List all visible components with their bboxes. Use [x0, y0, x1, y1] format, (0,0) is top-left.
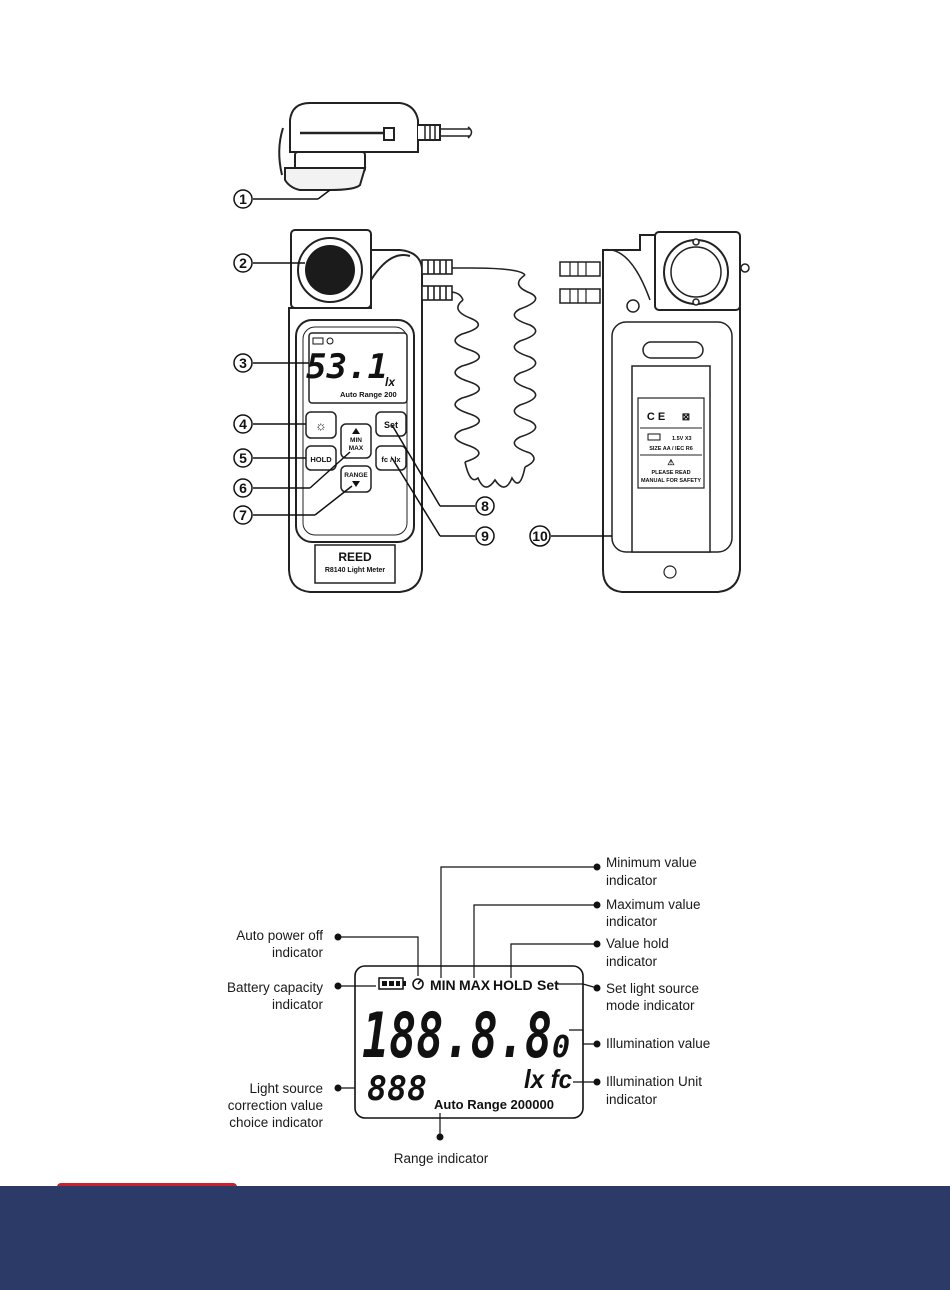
lcd-labels-left: Auto power off indicator Battery capacit…	[227, 928, 489, 1166]
max-label: MAX	[349, 445, 364, 452]
label-minimum: Minimum value	[606, 855, 697, 870]
sensor-head-side-view	[278, 102, 473, 191]
lcd-leader-dots	[334, 863, 601, 1141]
callout-7: 7	[233, 505, 253, 525]
callout-number: 1	[239, 191, 247, 207]
callout-9: 9	[475, 526, 495, 546]
label-set: Set light source	[606, 981, 699, 996]
lcd-diagram: MIN MAX HOLD Set 188.8.8 0 888 lx fc Aut…	[354, 965, 584, 1119]
callout-number: 7	[239, 507, 247, 523]
lcd-labels-right: Minimum value indicator Maximum value in…	[606, 855, 710, 1107]
meter-reading: 53.1	[306, 347, 388, 387]
label-hold: Value hold	[606, 936, 669, 951]
lcd-leader-lines	[338, 866, 598, 1136]
coiled-cable	[421, 259, 537, 488]
callout-6: 6	[233, 478, 253, 498]
callout-number: 4	[239, 416, 247, 432]
range-button-label: RANGE	[344, 472, 368, 479]
callout-2: 2	[233, 253, 253, 273]
meter-back-view: C E ⊠ 1.5V X3 SIZE AA / IEC R6 ⚠ PLEASE …	[559, 231, 750, 593]
min-label: MIN	[350, 437, 362, 444]
brand-label: REED	[338, 550, 372, 564]
lcd-main-digits: 188.8.8	[362, 999, 552, 1072]
warning-icon: ⚠	[667, 458, 674, 467]
callout-number: 6	[239, 480, 247, 496]
hold-button-label: HOLD	[310, 455, 332, 464]
label-light-source-2: correction value	[228, 1098, 323, 1113]
sun-icon: ☼	[315, 418, 327, 433]
label-light-source-3: choice indicator	[229, 1115, 323, 1130]
callout-8: 8	[475, 496, 495, 516]
callout-1: 1	[233, 189, 253, 209]
meter-lcd	[308, 332, 408, 404]
lcd-min: MIN	[430, 977, 456, 993]
set-button[interactable]	[375, 411, 407, 437]
label-auto-power-2: indicator	[272, 945, 324, 960]
battery-spec: 1.5V X3	[672, 436, 692, 442]
label-maximum-2: indicator	[606, 914, 658, 929]
manual-safety: MANUAL FOR SAFETY	[641, 478, 701, 484]
label-illum-unit: Illumination Unit	[606, 1074, 702, 1089]
callout-number: 9	[481, 528, 489, 544]
callout-10: 10	[529, 525, 551, 547]
label-set-2: mode indicator	[606, 998, 695, 1013]
lcd-hold: HOLD	[493, 977, 533, 993]
lcd-units: lx fc	[524, 1064, 572, 1094]
range-button[interactable]	[340, 465, 372, 493]
callout-number: 10	[532, 528, 548, 544]
callout-number: 2	[239, 255, 247, 271]
ce-mark: C E	[647, 411, 665, 423]
label-minimum-2: indicator	[606, 873, 658, 888]
callout-3: 3	[233, 353, 253, 373]
fc-lx-button-label: fc / lx	[381, 455, 401, 464]
label-range: Range indicator	[394, 1151, 489, 1166]
label-illum-unit-2: indicator	[606, 1092, 658, 1107]
meter-unit: lx	[385, 375, 396, 389]
lcd-range: Auto Range 200000	[434, 1097, 554, 1112]
meter-front-view: 53.1 lx Auto Range 200 ☼ Set MIN MAX HOL…	[288, 229, 423, 593]
callout-number: 8	[481, 498, 489, 514]
auto-power-off-icon	[412, 978, 424, 990]
backlight-button[interactable]	[305, 411, 337, 439]
callout-4: 4	[233, 414, 253, 434]
battery-label-plate	[637, 397, 705, 489]
label-illum-value: Illumination value	[606, 1036, 710, 1051]
label-light-source: Light source	[249, 1081, 323, 1096]
callout-badges: 1 2 3 4 5 6 7 8 9 10	[233, 189, 551, 547]
label-hold-2: indicator	[606, 954, 658, 969]
model-label: R8140 Light Meter	[325, 567, 386, 574]
lcd-sub-digits: 888	[367, 1069, 427, 1109]
set-button-label: Set	[384, 420, 398, 430]
label-battery: Battery capacity	[227, 980, 323, 995]
footer-band	[0, 1186, 950, 1290]
battery-size: SIZE AA / IEC R6	[649, 446, 693, 452]
label-maximum: Maximum value	[606, 897, 701, 912]
min-max-button[interactable]	[340, 423, 372, 459]
callout-5: 5	[233, 448, 253, 468]
callout-number: 3	[239, 355, 247, 371]
fc-lx-button[interactable]	[375, 445, 407, 471]
numbered-callouts	[253, 189, 612, 537]
please-read: PLEASE READ	[651, 470, 690, 476]
lcd-set: Set	[537, 977, 559, 993]
lcd-max: MAX	[459, 977, 491, 993]
lcd-small-digit: 0	[552, 1030, 570, 1065]
label-battery-2: indicator	[272, 997, 324, 1012]
label-auto-power: Auto power off	[236, 928, 323, 943]
recycle-bin-icon: ⊠	[682, 412, 690, 423]
battery-icon	[312, 337, 324, 345]
light-sensor-icon	[305, 245, 355, 295]
callout-number: 5	[239, 450, 247, 466]
meter-range-label: Auto Range 200	[340, 390, 397, 399]
